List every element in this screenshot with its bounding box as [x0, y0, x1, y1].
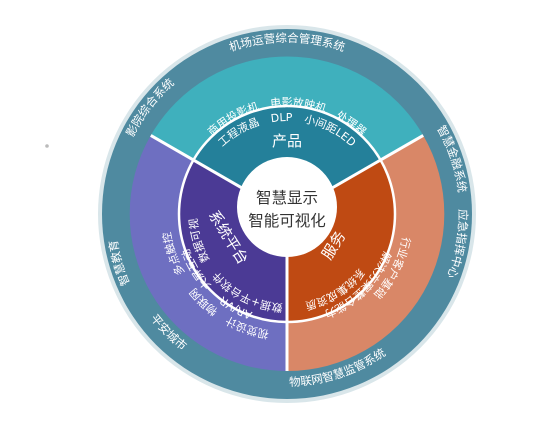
- decorative-dot: [45, 144, 49, 148]
- center-disc: [237, 157, 337, 257]
- product-title: 产品: [272, 132, 302, 150]
- product-item-dlp: DLP: [270, 111, 293, 125]
- inner-ring-divider: [177, 104, 397, 324]
- center-title-line2: 智能可视化: [248, 212, 326, 230]
- center-title-line1: 智慧显示: [256, 189, 318, 207]
